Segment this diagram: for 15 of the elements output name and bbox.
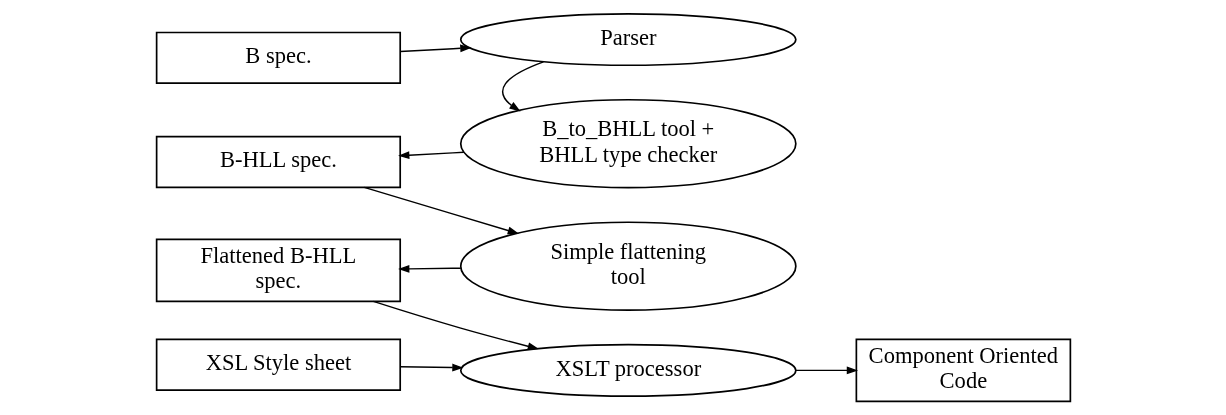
arrow <box>363 186 519 235</box>
node-ellipse: B_to_BHLL tool + BHLL type checker <box>459 98 797 189</box>
node-box: XSL Style sheet <box>155 338 401 391</box>
arrow <box>399 363 464 372</box>
node-ellipse: Simple flattening tool <box>459 221 797 311</box>
arrow <box>399 44 472 53</box>
arrow <box>372 300 539 351</box>
arrow <box>501 61 544 112</box>
node-box: B-HLL spec. <box>155 135 401 189</box>
arrow <box>794 366 858 375</box>
node-box: Component Oriented Code <box>855 338 1071 403</box>
arrow <box>397 264 462 273</box>
node-box: B spec. <box>155 31 401 84</box>
arrow <box>397 151 465 160</box>
node-box: Flattened B-HLL spec. <box>155 238 401 303</box>
